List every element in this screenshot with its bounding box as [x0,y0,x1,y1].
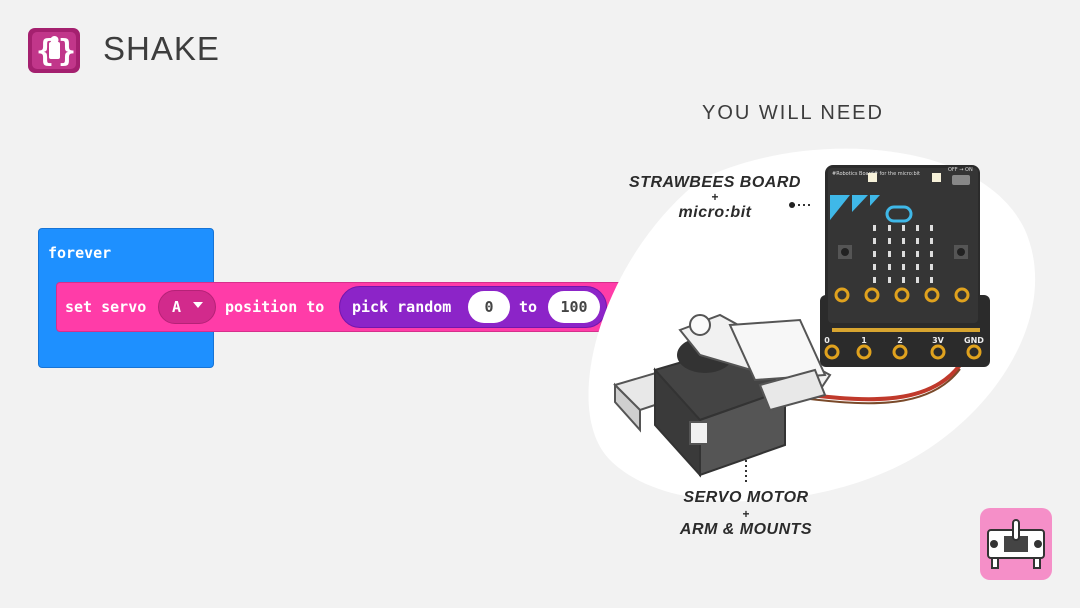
pin-label-gnd: GND [964,336,984,345]
board-callout-sub: micro:bit [678,204,752,221]
board-callout-name: STRAWBEES BOARD [629,174,801,191]
switch-label: OFF → ON [948,167,973,173]
page-title: SHAKE [103,30,220,67]
servo-callout-name: SERVO MOTOR [683,489,809,506]
servo-dropdown-value: A [172,298,182,316]
forever-label: forever [48,244,112,262]
pin-label-2: 2 [897,336,903,345]
puzzle-brackets-icon: { } [28,28,80,73]
servo-motor [613,313,832,478]
servo-callout: SERVO MOTOR + ARM & MOUNTS [666,490,826,538]
min-value-text: 0 [484,298,494,316]
svg-text:}: } [58,34,76,69]
set-servo-label: set servo [65,298,147,316]
position-to-label: position to [225,298,325,316]
min-value-input[interactable] [468,291,510,323]
hardware-illustration: #Robotics Board# for the micro:bit OFF →… [588,148,1036,502]
servo-callout-sub: ARM & MOUNTS [679,521,813,538]
pin-label-3v: 3V [932,336,945,345]
servo-callout-plus: + [742,507,750,521]
to-label: to [519,298,538,316]
chevron-down-icon [193,302,203,308]
servo-cable [809,363,962,402]
robot-logo-icon [980,508,1052,580]
strawbees-board: #Robotics Board# for the micro:bit OFF →… [820,165,990,367]
pin-label-0: 0 [824,336,830,345]
you-will-need-heading: YOU WILL NEED [702,102,884,124]
max-value-text: 100 [560,298,588,316]
max-value-input[interactable] [548,291,600,323]
board-callout-plus: + [711,190,719,204]
servo-dropdown[interactable] [158,290,216,324]
pick-random-label: pick random [352,298,452,316]
board-callout: STRAWBEES BOARD + micro:bit [620,174,810,221]
pin-label-1: 1 [861,336,867,345]
